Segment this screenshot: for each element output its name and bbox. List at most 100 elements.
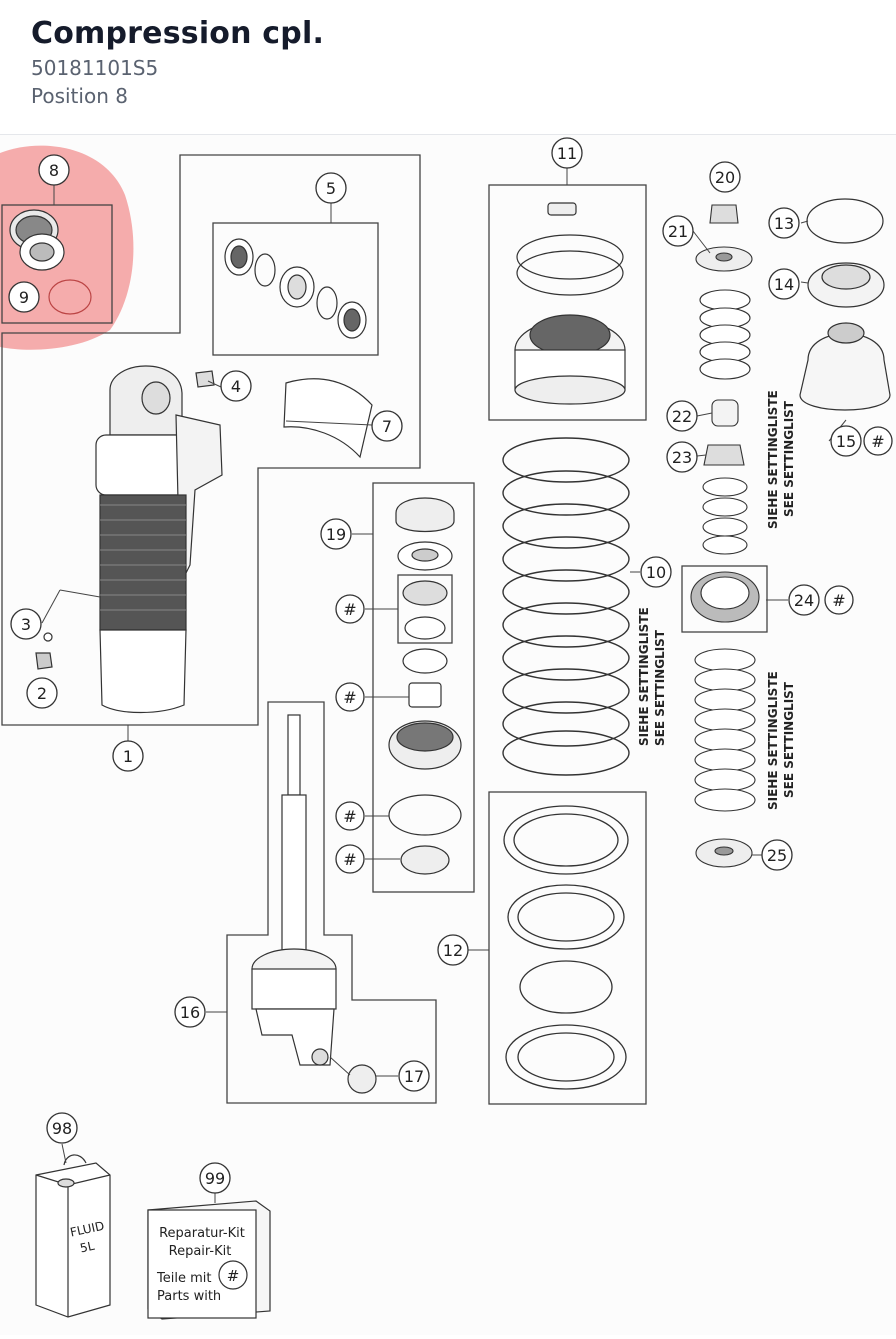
- svg-text:13: 13: [774, 214, 794, 233]
- lower-shim-note-de: SIEHE SETTINGLISTE: [766, 671, 780, 810]
- callout-9[interactable]: 9: [8, 281, 40, 313]
- callout-16[interactable]: 16: [174, 996, 206, 1028]
- callout-hash-4[interactable]: #: [335, 844, 365, 874]
- svg-text:9: 9: [19, 288, 29, 307]
- callout-3[interactable]: 3: [10, 608, 42, 640]
- callout-25[interactable]: 25: [761, 839, 793, 871]
- svg-text:14: 14: [774, 275, 794, 294]
- callout-17[interactable]: 17: [398, 1060, 430, 1092]
- repair-kit-part: Reparatur-Kit Repair-Kit Teile mit Parts…: [147, 1200, 271, 1320]
- callout-20[interactable]: 20: [709, 161, 741, 193]
- svg-text:98: 98: [52, 1119, 72, 1138]
- svg-text:1: 1: [123, 747, 133, 766]
- svg-text:12: 12: [443, 941, 463, 960]
- svg-text:99: 99: [205, 1169, 225, 1188]
- part-24-frame: [681, 565, 768, 633]
- repair-kit-label-en: Repair-Kit: [169, 1244, 232, 1259]
- compression-adjuster-part: [9, 209, 92, 315]
- page-title: Compression cpl.: [31, 16, 325, 51]
- svg-text:22: 22: [672, 407, 692, 426]
- svg-text:15: 15: [836, 432, 856, 451]
- callout-99[interactable]: 99: [199, 1162, 231, 1194]
- callout-7[interactable]: 7: [371, 410, 403, 442]
- spring-setting-note-en: SEE SETTINGLIST: [653, 629, 667, 746]
- svg-text:20: 20: [715, 168, 735, 187]
- svg-text:#: #: [832, 591, 845, 610]
- shim-stack-parts: [690, 204, 760, 868]
- part-8-frame: [1, 204, 113, 324]
- svg-text:#: #: [343, 600, 356, 619]
- svg-text:25: 25: [767, 846, 787, 865]
- callout-24[interactable]: 24: [788, 584, 820, 616]
- exploded-parts-diagram: FLUID 5L Reparatur-Kit Repair-Kit Teile …: [0, 135, 896, 1335]
- callout-8[interactable]: 8: [38, 154, 70, 186]
- repair-kit-label-de: Reparatur-Kit: [159, 1226, 245, 1241]
- callout-19[interactable]: 19: [320, 518, 352, 550]
- svg-text:23: 23: [672, 448, 692, 467]
- repair-kit-hash: #: [227, 1267, 240, 1285]
- callout-22[interactable]: 22: [666, 400, 698, 432]
- diagram-svg: FLUID 5L Reparatur-Kit Repair-Kit Teile …: [0, 137, 893, 1320]
- spring-setting-note-de: SIEHE SETTINGLISTE: [637, 607, 651, 746]
- callout-24-hash[interactable]: #: [824, 585, 854, 615]
- svg-text:11: 11: [557, 144, 577, 163]
- preload-ring-part: [514, 202, 626, 405]
- spring-retainer-parts: [799, 198, 891, 411]
- svg-text:#: #: [343, 688, 356, 707]
- callout-2[interactable]: 2: [26, 677, 58, 709]
- callout-hash-1[interactable]: #: [335, 594, 365, 624]
- callout-15[interactable]: 15: [830, 425, 862, 457]
- callout-11[interactable]: 11: [551, 137, 583, 169]
- fluid-can-volume: 5L: [79, 1239, 96, 1256]
- coil-spring-part: [502, 437, 630, 776]
- callout-98[interactable]: 98: [46, 1112, 78, 1144]
- svg-text:3: 3: [21, 615, 31, 634]
- svg-text:#: #: [343, 850, 356, 869]
- svg-text:24: 24: [794, 591, 814, 610]
- part-5-frame: [212, 222, 379, 356]
- svg-text:#: #: [871, 432, 884, 451]
- callout-5[interactable]: 5: [315, 172, 347, 204]
- upper-shim-note-de: SIEHE SETTINGLISTE: [766, 390, 780, 529]
- fluid-can-part: FLUID 5L: [35, 1154, 111, 1318]
- svg-text:5: 5: [326, 179, 336, 198]
- part-number: 50181101S5: [31, 56, 159, 80]
- svg-text:2: 2: [37, 684, 47, 703]
- part-12-frame: [488, 791, 647, 1105]
- leader-lines: [41, 168, 847, 1203]
- callout-15-hash[interactable]: #: [863, 426, 893, 456]
- svg-text:8: 8: [49, 161, 59, 180]
- callout-4[interactable]: 4: [220, 370, 252, 402]
- page-header: Compression cpl. 50181101S5 Position 8: [0, 0, 896, 135]
- bump-rubber-rings: [503, 805, 629, 1090]
- callout-hash-2[interactable]: #: [335, 682, 365, 712]
- shock-absorber-body: [35, 365, 373, 714]
- upper-shim-note-en: SEE SETTINGLIST: [782, 400, 796, 517]
- callout-14[interactable]: 14: [768, 268, 800, 300]
- svg-text:10: 10: [646, 563, 666, 582]
- svg-text:17: 17: [404, 1067, 424, 1086]
- svg-text:16: 16: [180, 1003, 200, 1022]
- svg-text:4: 4: [231, 377, 241, 396]
- piston-rod-part: [251, 714, 377, 1094]
- svg-text:19: 19: [326, 525, 346, 544]
- callout-13[interactable]: 13: [768, 207, 800, 239]
- position-label: Position 8: [31, 84, 128, 108]
- callout-21[interactable]: 21: [662, 215, 694, 247]
- callout-1[interactable]: 1: [112, 740, 144, 772]
- callouts: 8 9 5 1 2 3 4 7 11 20 21 13 14 15 # 22 2…: [8, 137, 893, 1194]
- callout-23[interactable]: 23: [666, 441, 698, 473]
- svg-text:7: 7: [382, 417, 392, 436]
- piston-rod-seal-stack: [388, 497, 462, 875]
- part-16-frame: [226, 701, 437, 1104]
- svg-text:21: 21: [668, 222, 688, 241]
- main-assembly-frame: [1, 154, 421, 726]
- seal-kit-part: [224, 238, 367, 339]
- part-19-frame: [372, 482, 475, 893]
- callout-12[interactable]: 12: [437, 934, 469, 966]
- lower-shim-note-en: SEE SETTINGLIST: [782, 681, 796, 798]
- repair-kit-parts-de: Teile mit: [156, 1271, 211, 1286]
- setting-notes: SIEHE SETTINGLISTE SEE SETTINGLIST SIEHE…: [637, 390, 796, 810]
- callout-hash-3[interactable]: #: [335, 801, 365, 831]
- callout-10[interactable]: 10: [640, 556, 672, 588]
